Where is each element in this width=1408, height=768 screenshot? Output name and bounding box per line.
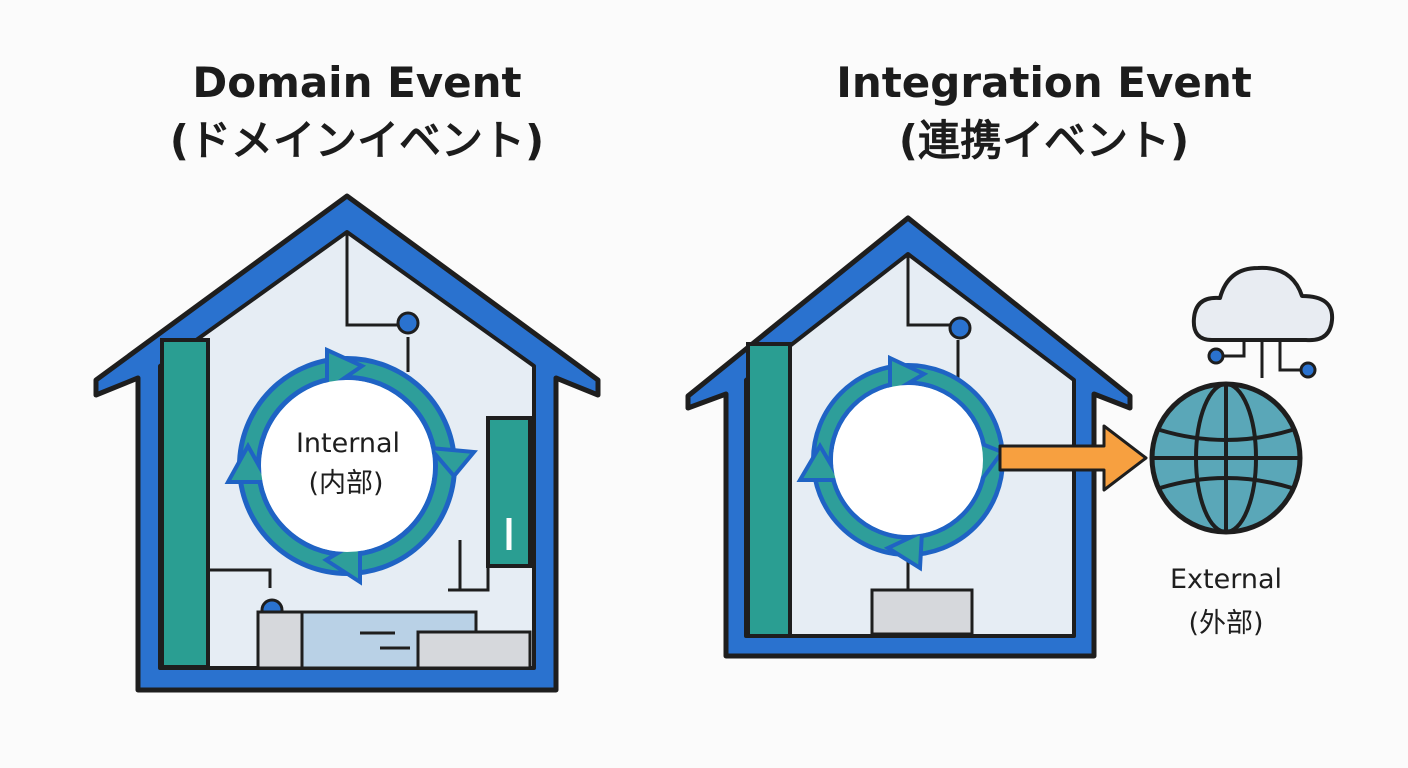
teal-pillar: [746, 342, 792, 638]
teal-pillar: [160, 338, 210, 669]
domain-event-title: Domain Event (ドメインイベント): [97, 54, 617, 170]
box: [416, 630, 532, 670]
circuit-node: [948, 316, 972, 340]
integration-house: [685, 215, 1133, 659]
domain-house: Internal (内部): [93, 193, 601, 693]
arrow-right-icon: [998, 424, 1148, 492]
box: [870, 588, 974, 636]
box: [256, 610, 304, 670]
circuit-lines: [906, 256, 960, 590]
external-label: External: [1170, 564, 1282, 595]
integration-event-title: Integration Event (連携イベント): [784, 54, 1304, 170]
circuit-node: [396, 311, 420, 335]
internal-label-ja: (内部): [308, 468, 383, 499]
domain-event-title-en: Domain Event: [192, 58, 522, 107]
domain-event-title-ja: (ドメインイベント): [169, 116, 545, 165]
integration-event-title-en: Integration Event: [836, 58, 1252, 107]
integration-event-title-ja: (連携イベント): [898, 116, 1190, 165]
globe-icon: [1149, 381, 1303, 535]
cloud-icon: [1191, 265, 1335, 379]
internal-label: Internal: [296, 428, 400, 459]
external-label-ja: (外部): [1188, 608, 1263, 639]
cycle-arrows-icon: [796, 354, 1006, 572]
